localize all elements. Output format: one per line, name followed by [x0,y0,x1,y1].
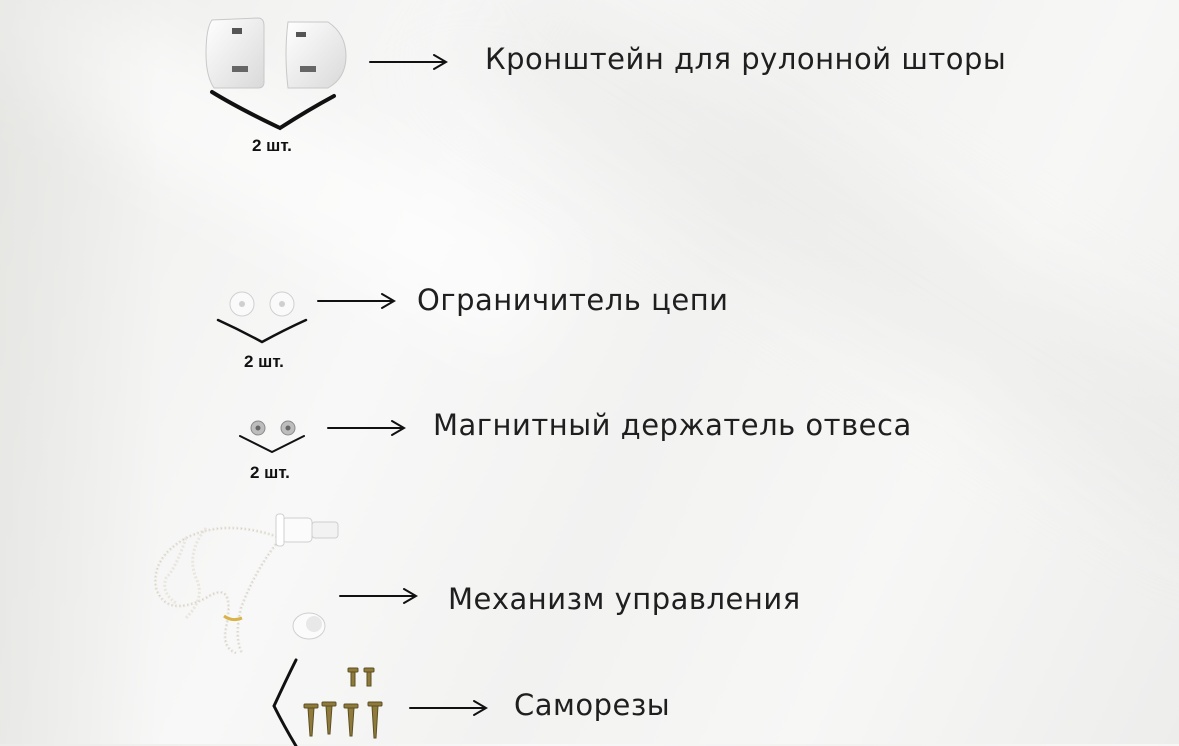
brace-icon [239,435,305,454]
item-label: Магнитный держатель отвеса [433,408,912,442]
chain-stopper-icon [229,291,295,317]
brace-icon [210,90,336,131]
item-label: Ограничитель цепи [417,283,729,317]
item-label: Саморезы [514,688,671,722]
arrow-right-icon [409,700,488,716]
magnet-holder-icon [250,420,296,436]
arrow-right-icon [339,588,418,604]
quantity-label: 2 шт. [250,463,290,482]
item-label: Кронштейн для рулонной шторы [485,42,1007,76]
bracket-icon [205,17,347,89]
arrow-right-icon [317,293,396,309]
arrow-right-icon [327,420,406,436]
quantity-label: 2 шт. [252,136,292,155]
item-label: Механизм управления [448,582,801,616]
screws-icon [303,667,383,739]
quantity-label: 2 шт. [244,352,284,371]
brace-icon [216,318,308,344]
brace-icon [272,658,298,746]
arrow-right-icon [369,54,448,70]
control-mechanism-icon [153,513,339,655]
